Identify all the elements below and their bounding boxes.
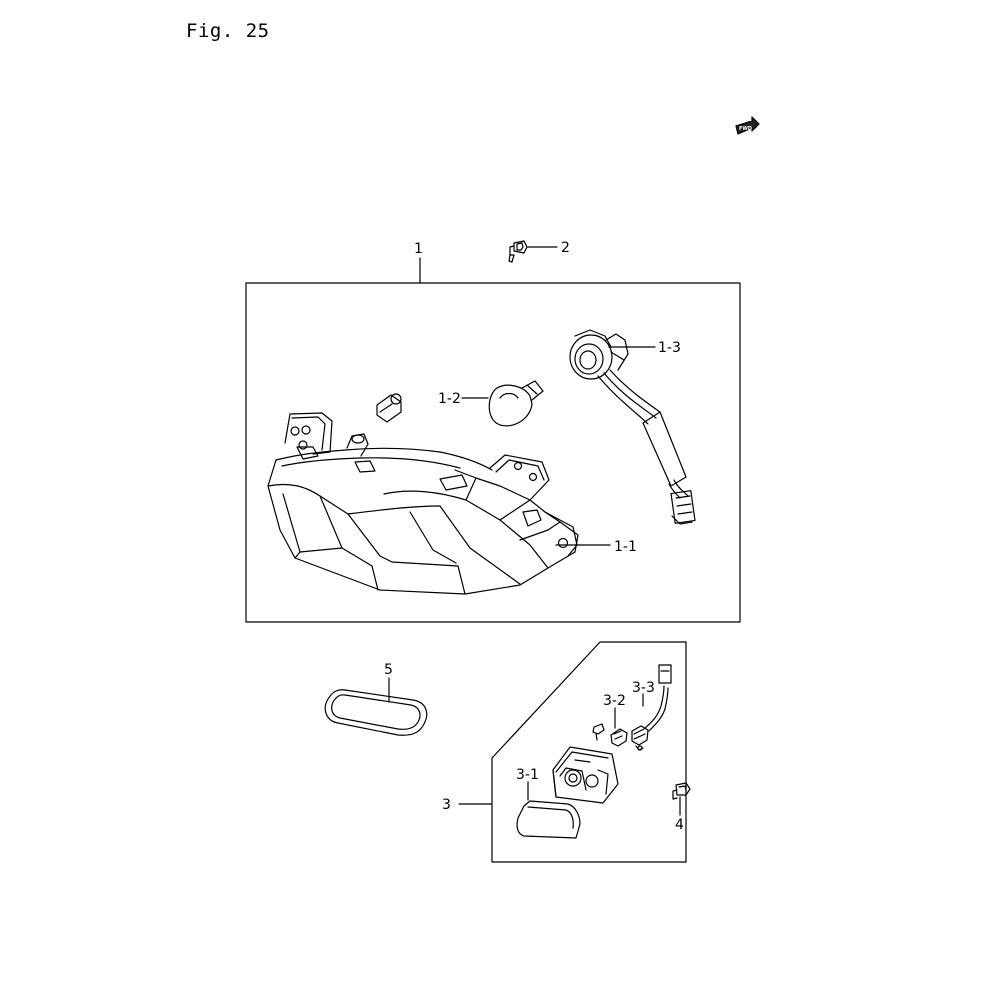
- callout-1-2: 1-2: [438, 391, 461, 407]
- screw-part-2: [508, 240, 528, 263]
- callout-5: 5: [384, 662, 393, 678]
- small-socket-part-3-3: [631, 664, 672, 751]
- fwd-badge-text: FWD: [739, 126, 752, 132]
- screw-part-4: [672, 782, 691, 800]
- callout-1-1: 1-1: [614, 539, 637, 555]
- license-light-housing-part: [552, 746, 619, 804]
- callout-3: 3: [442, 797, 451, 813]
- callout-4: 4: [675, 817, 684, 833]
- license-light-assembly-frame: [491, 641, 687, 863]
- forward-arrow-icon: FWD: [735, 116, 760, 135]
- small-bulb-part-3-2: [610, 728, 628, 747]
- reflector-part-5: [324, 689, 428, 736]
- small-screw: [592, 723, 605, 741]
- figure-title: Fig. 25: [186, 20, 270, 42]
- headlight-assembly-frame: [245, 282, 741, 623]
- callout-3-3: 3-3: [632, 680, 655, 696]
- callout-3-2: 3-2: [603, 693, 626, 709]
- callout-labels: 1 2 1-1 1-2 1-3 3 3-1 3-2 3-3 4 5: [384, 240, 684, 833]
- bulb-cap-part: [376, 393, 402, 423]
- callout-2: 2: [561, 240, 570, 256]
- headlight-housing-part-1-1: [267, 412, 579, 595]
- bulb-part-1-2: [488, 380, 544, 427]
- callout-1: 1: [414, 241, 423, 257]
- socket-harness-part-1-3: [569, 329, 696, 525]
- callout-1-3: 1-3: [658, 340, 681, 356]
- license-light-lens-part-3-1: [516, 800, 581, 839]
- callout-3-1: 3-1: [516, 767, 539, 783]
